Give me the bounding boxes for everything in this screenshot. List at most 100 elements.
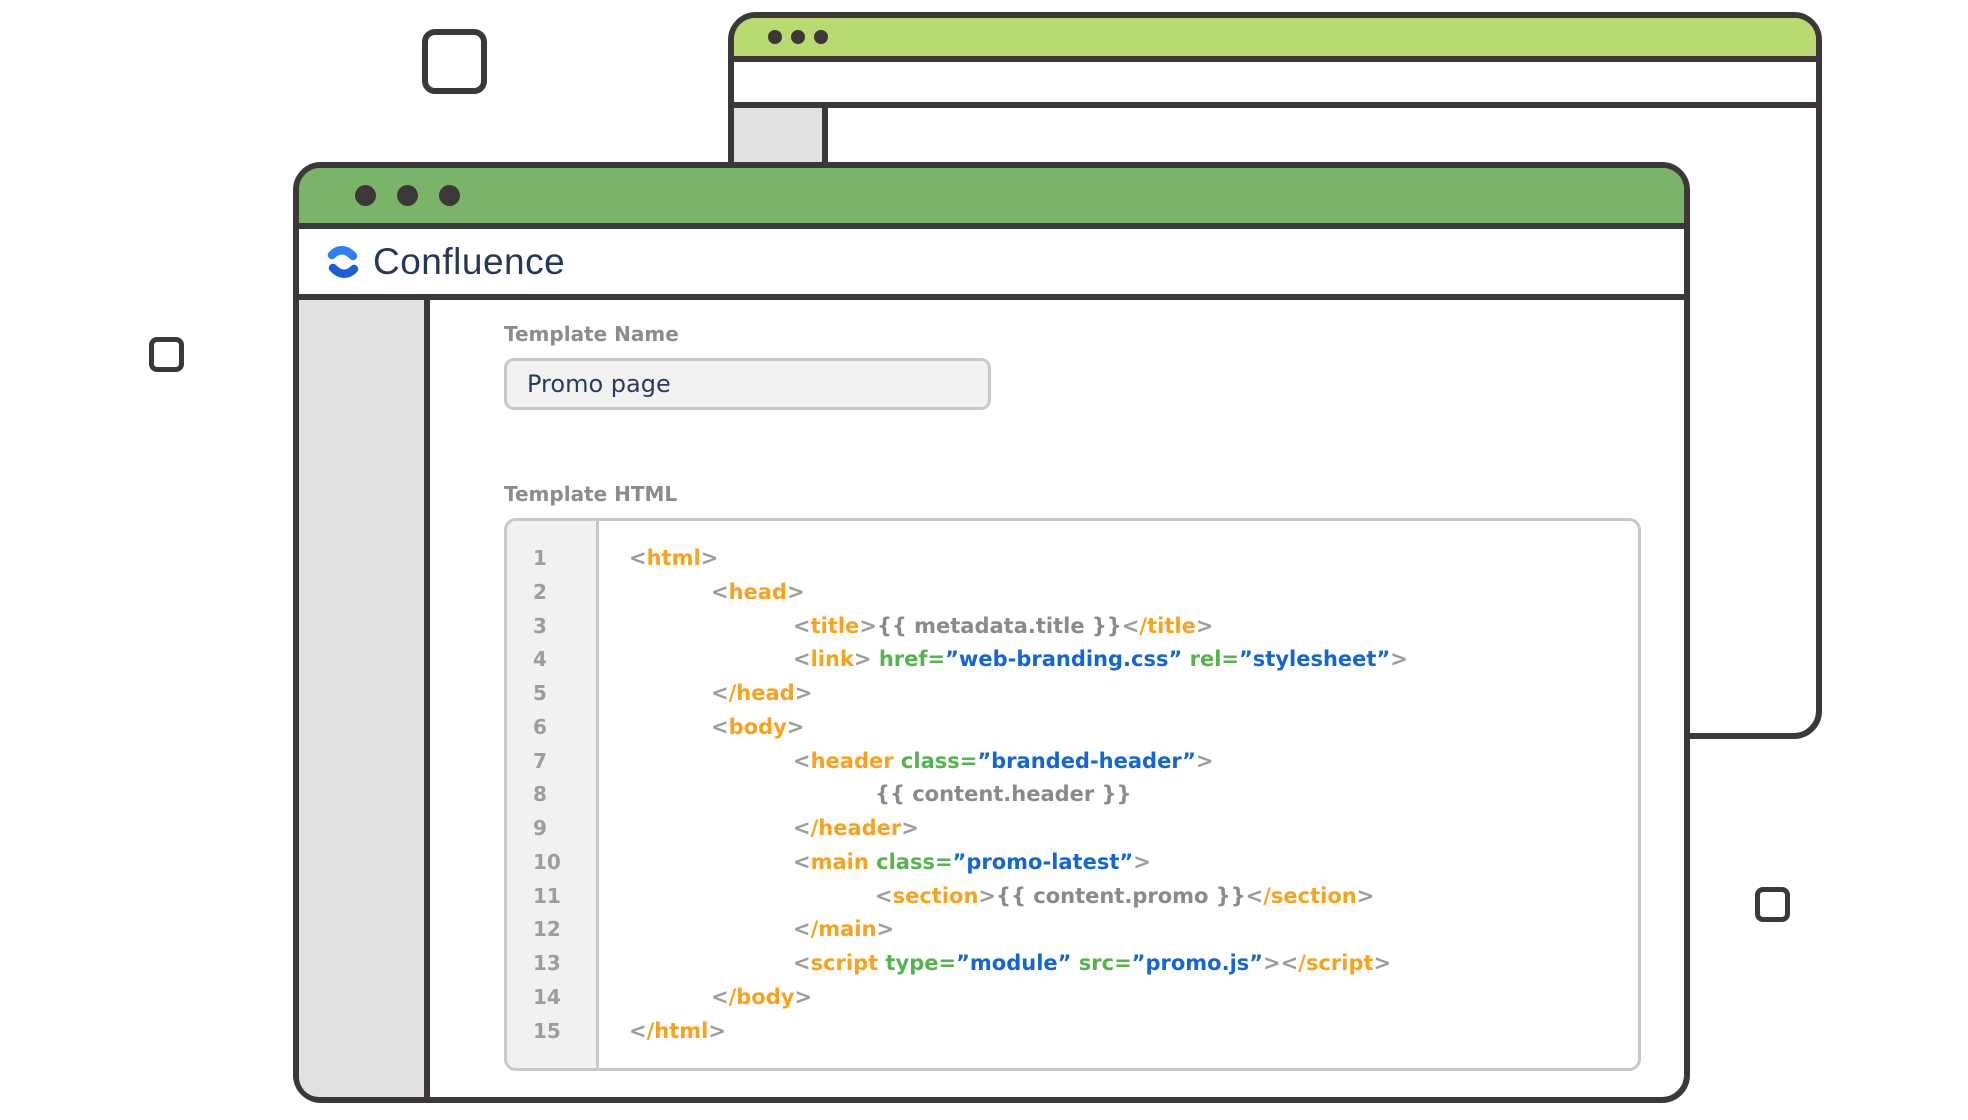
code-token: /title xyxy=(1139,614,1195,638)
code-token: ”module” xyxy=(956,951,1071,975)
code-token: < xyxy=(1122,614,1140,638)
template-html-editor[interactable]: 123456789101112131415 <html><head><title… xyxy=(504,518,1641,1071)
code-line: <section>{{ content.promo }}</section> xyxy=(629,880,1408,914)
window-control-dot[interactable] xyxy=(397,185,418,206)
code-line: </body> xyxy=(629,981,1408,1015)
line-number: 13 xyxy=(533,947,596,981)
code-token: > xyxy=(1196,749,1214,773)
code-token: < xyxy=(793,951,811,975)
code-token: < xyxy=(793,917,811,941)
code-line: </head> xyxy=(629,677,1408,711)
code-token: > xyxy=(854,647,872,671)
confluence-browser-window: Confluence Template Name Template HTML 1… xyxy=(293,162,1690,1103)
code-token: < xyxy=(793,614,811,638)
code-token: section xyxy=(893,884,979,908)
brand-title: Confluence xyxy=(373,241,565,283)
code-token: rel= xyxy=(1182,647,1239,671)
code-token: < xyxy=(793,816,811,840)
code-token: /body xyxy=(729,985,795,1009)
line-number: 4 xyxy=(533,643,596,677)
line-number: 11 xyxy=(533,880,596,914)
code-token: < xyxy=(1246,884,1264,908)
code-token: ”promo-latest” xyxy=(953,850,1134,874)
code-token: /header xyxy=(811,816,902,840)
line-number: 12 xyxy=(533,913,596,947)
line-number: 5 xyxy=(533,677,596,711)
code-token: > xyxy=(795,681,813,705)
code-line: </html> xyxy=(629,1015,1408,1049)
line-number: 14 xyxy=(533,981,596,1015)
code-token: title xyxy=(811,614,860,638)
code-token: > xyxy=(978,884,996,908)
decor-square-small-right xyxy=(1755,887,1790,922)
template-name-input[interactable] xyxy=(504,358,991,410)
window-control-dot[interactable] xyxy=(439,185,460,206)
code-line: <script type=”module” src=”promo.js”></s… xyxy=(629,947,1408,981)
window-control-dot[interactable] xyxy=(814,30,828,44)
line-number: 6 xyxy=(533,711,596,745)
window-titlebar xyxy=(299,168,1684,229)
code-token: ”web-branding.css” xyxy=(945,647,1182,671)
window-control-dot[interactable] xyxy=(791,30,805,44)
template-name-label: Template Name xyxy=(504,322,1684,346)
code-token: < xyxy=(793,749,811,773)
line-number: 1 xyxy=(533,542,596,576)
code-token: < xyxy=(711,715,729,739)
code-token: ”promo.js” xyxy=(1132,951,1263,975)
line-number: 8 xyxy=(533,778,596,812)
code-token: > xyxy=(787,580,805,604)
code-token: > xyxy=(859,614,877,638)
code-token: src= xyxy=(1071,951,1131,975)
code-token: class= xyxy=(869,850,953,874)
code-line: {{ content.header }} xyxy=(629,778,1408,812)
code-token: > xyxy=(901,816,919,840)
window-sidebar xyxy=(299,300,430,1097)
template-editor-panel: Template Name Template HTML 123456789101… xyxy=(430,300,1684,1097)
code-token: > xyxy=(701,546,719,570)
code-token: >< xyxy=(1263,951,1298,975)
code-token: link xyxy=(811,647,854,671)
background-window-header xyxy=(734,62,1816,108)
code-token: href= xyxy=(872,647,946,671)
code-token: ”branded-header” xyxy=(977,749,1196,773)
template-html-label: Template HTML xyxy=(504,482,1684,506)
code-token: > xyxy=(1374,951,1392,975)
code-token: < xyxy=(629,1019,647,1043)
code-line: <html> xyxy=(629,542,1408,576)
code-token: body xyxy=(729,715,787,739)
code-token: < xyxy=(711,681,729,705)
code-token: > xyxy=(708,1019,726,1043)
code-line: <main class=”promo-latest”> xyxy=(629,846,1408,880)
code-token: < xyxy=(793,647,811,671)
line-number: 7 xyxy=(533,745,596,779)
code-token: > xyxy=(876,917,894,941)
code-token: {{ metadata.title }} xyxy=(877,614,1122,638)
window-control-dot[interactable] xyxy=(355,185,376,206)
code-token: {{ content.promo }} xyxy=(996,884,1246,908)
code-token: ”stylesheet” xyxy=(1239,647,1390,671)
code-token: html xyxy=(647,546,701,570)
line-number: 9 xyxy=(533,812,596,846)
window-body: Template Name Template HTML 123456789101… xyxy=(299,300,1684,1097)
code-line: <link> href=”web-branding.css” rel=”styl… xyxy=(629,643,1408,677)
code-line: <header class=”branded-header”> xyxy=(629,745,1408,779)
code-line: <body> xyxy=(629,711,1408,745)
code-token: class= xyxy=(894,749,978,773)
code-area[interactable]: <html><head><title>{{ metadata.title }}<… xyxy=(599,521,1408,1068)
code-token: /head xyxy=(729,681,795,705)
background-window-titlebar xyxy=(734,18,1816,62)
code-token: /script xyxy=(1298,951,1373,975)
decor-square-large xyxy=(422,29,487,94)
code-token: > xyxy=(1390,647,1408,671)
code-token: /html xyxy=(647,1019,709,1043)
decor-square-small-left xyxy=(149,337,184,372)
code-token: < xyxy=(793,850,811,874)
code-line: <title>{{ metadata.title }}</title> xyxy=(629,610,1408,644)
code-token: < xyxy=(711,580,729,604)
window-control-dot[interactable] xyxy=(768,30,782,44)
code-token: /main xyxy=(811,917,877,941)
code-token: > xyxy=(794,985,812,1009)
code-line: </main> xyxy=(629,913,1408,947)
code-token: {{ content.header }} xyxy=(875,782,1132,806)
